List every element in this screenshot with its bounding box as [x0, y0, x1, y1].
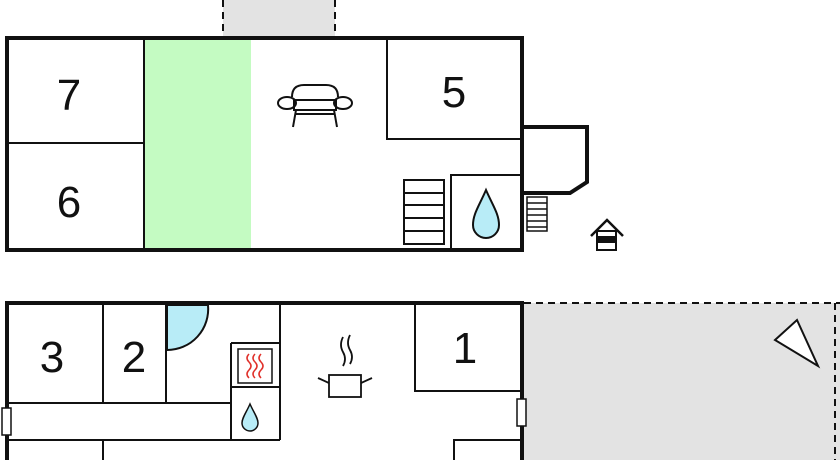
room-6-label: 6	[57, 178, 81, 227]
room-7-label: 7	[57, 71, 81, 120]
balcony-outline	[522, 125, 589, 195]
cooking-pot-icon	[317, 334, 373, 398]
sofa-icon	[277, 84, 353, 128]
stairs-icon	[403, 179, 445, 245]
heater-icon	[237, 348, 273, 384]
door-swing	[166, 304, 210, 352]
upper-interior-walls	[7, 38, 522, 250]
room-5-label: 5	[442, 68, 466, 117]
lower-interior-walls	[7, 303, 522, 460]
green-area	[144, 38, 251, 250]
house-icon	[590, 218, 624, 251]
shower-icon	[471, 187, 501, 239]
room-1-label: 1	[453, 324, 477, 373]
water-drop-icon	[241, 402, 259, 432]
terrace-flag-icon	[773, 318, 821, 369]
upper-outdoor-area	[222, 0, 336, 37]
room-2-label: 2	[122, 333, 146, 382]
lower-floor-outline	[5, 301, 524, 460]
room-3-label: 3	[40, 333, 64, 382]
window-right	[516, 398, 527, 427]
balcony-stairs-icon	[526, 196, 548, 232]
window-left	[1, 407, 12, 436]
